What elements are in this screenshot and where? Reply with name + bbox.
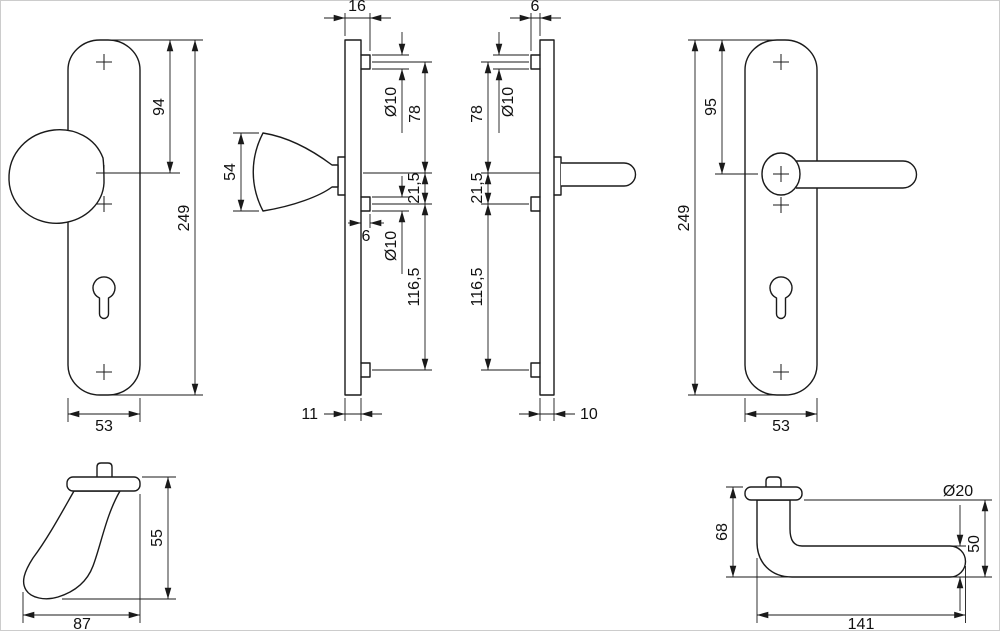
dimension-lines [726,486,992,623]
view-knob-backplate-front: 94 249 53 [8,39,203,435]
dim-label-87: 87 [73,616,91,631]
dimension-lines [67,39,203,422]
lever-side-outline [561,162,637,187]
screw-boss [360,362,371,378]
screw-hole-cross [96,54,112,70]
dim-label-dia10-top: Ø10 [383,87,400,117]
knob-front-outline [8,129,105,224]
handle-axis-cross [773,166,789,182]
dimension-lines [688,39,818,422]
lever-grip-outline [796,160,918,189]
screw-boss [530,54,541,70]
dim-label-54: 54 [222,163,239,181]
dim-label-6: 6 [531,0,540,15]
screw-hole-cross [773,364,789,380]
euro-cylinder-cutout [769,276,793,320]
knob-side-outline [252,132,339,212]
dim-label-dia10: Ø10 [500,87,517,117]
dim-label-10: 10 [580,406,598,423]
screw-hole-cross [773,54,789,70]
euro-cylinder-cutout [92,276,116,320]
dim-label-dia20: Ø20 [943,483,973,500]
screw-hole-cross [96,196,112,212]
dim-label-116-5: 116,5 [469,267,486,306]
backplate-outline [744,39,818,396]
dimension-lines [481,13,575,421]
dim-label-53: 53 [95,418,113,435]
dim-label-53: 53 [772,418,790,435]
dim-label-116-5: 116,5 [406,267,423,306]
dim-label-78: 78 [407,105,424,123]
dim-label-6: 6 [362,228,371,245]
dim-label-141: 141 [848,616,875,631]
dim-label-55: 55 [149,529,166,547]
screw-boss [530,196,541,212]
knob-body-outline [22,490,121,600]
view-lever-profile: Ø20 68 50 141 [714,476,992,631]
view-knob-backplate-side: 16 54 Ø10 78 21,5 6 Ø10 116,5 11 [222,0,432,423]
dim-label-21-5: 21,5 [469,172,486,203]
dim-label-94: 94 [151,98,168,116]
dim-label-dia10-mid: Ø10 [383,231,400,261]
handle-axis-cross [96,165,112,181]
dim-label-16: 16 [348,0,366,15]
knob-flange [337,156,346,196]
view-knob-profile: 55 87 [22,462,176,631]
dim-label-249: 249 [676,205,693,232]
backplate-side-outline [344,39,362,396]
dimension-lines [22,476,176,623]
dim-label-11: 11 [301,406,318,423]
dim-label-249: 249 [176,205,193,232]
lever-body-outline [756,499,967,578]
dim-label-78: 78 [469,105,486,123]
screw-hole-cross [773,197,789,213]
knob-flange-disc [66,476,141,492]
screw-hole-cross [96,364,112,380]
screw-boss [360,196,371,212]
dim-label-68: 68 [714,523,731,541]
lever-spindle-stub [765,476,782,488]
knob-spindle-stub [96,462,113,478]
view-lever-backplate-side: 6 Ø10 78 21,5 116,5 10 [469,0,637,423]
view-lever-backplate-front: 95 249 53 [676,39,918,435]
backplate-side-outline [539,39,555,396]
dim-label-21-5: 21,5 [406,172,423,203]
screw-boss [530,362,541,378]
dim-label-95: 95 [703,98,720,116]
dimension-lines [233,13,432,421]
screw-boss [360,54,371,70]
dim-label-50: 50 [966,535,983,553]
lever-flange [553,156,562,196]
lever-flange-disc [744,486,803,501]
